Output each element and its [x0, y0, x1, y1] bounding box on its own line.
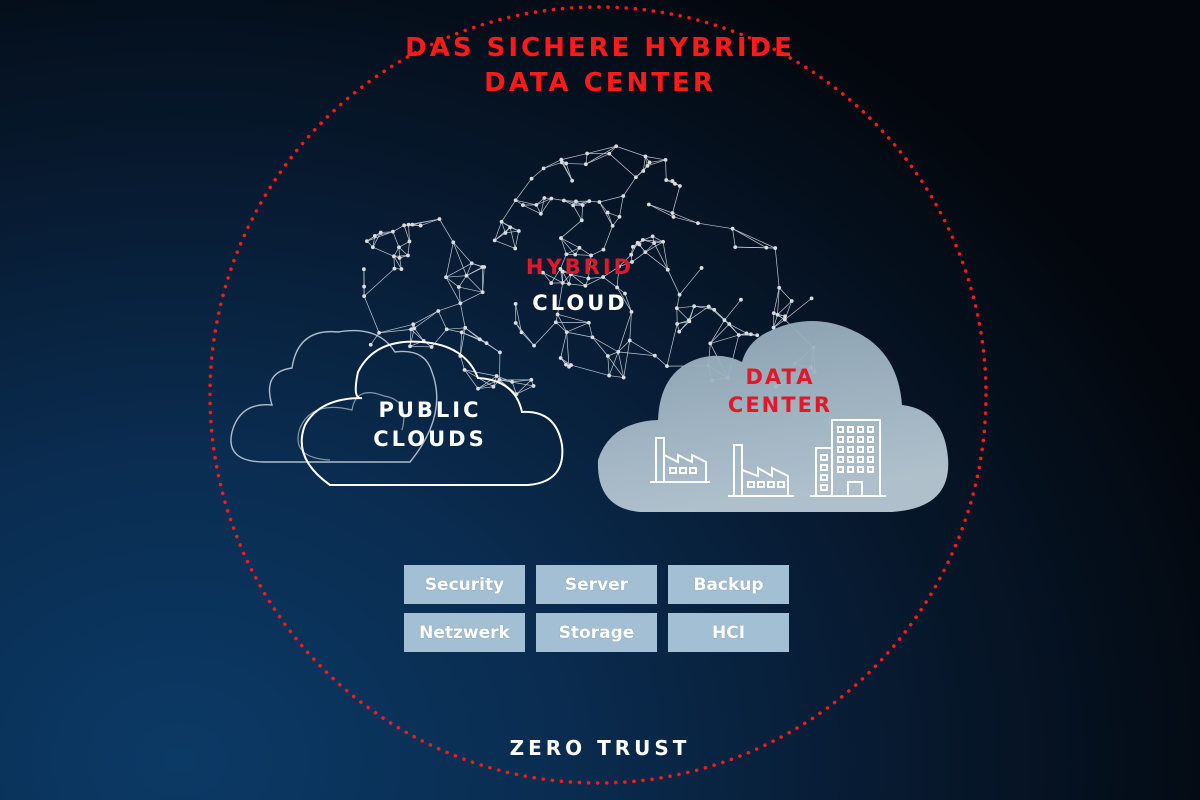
public-clouds-label-line-1: PUBLIC: [378, 398, 482, 422]
tile-backup: Backup: [668, 565, 789, 604]
factory-icon: [650, 437, 710, 483]
component-tiles: Security Server Backup Netzwerk Storage …: [404, 565, 789, 653]
network-mesh-cloud-icon: [361, 144, 817, 397]
office-building-icon: [810, 419, 886, 497]
public-clouds-label-line-2: CLOUDS: [373, 427, 487, 451]
hybrid-cloud-label-line-1: HYBRID: [525, 255, 635, 279]
data-center-cloud: [597, 321, 949, 512]
tile-netzwerk: Netzwerk: [404, 613, 525, 652]
tile-hci: HCI: [668, 613, 789, 652]
outline-cloud-icon: [297, 392, 405, 461]
zero-trust-label: ZERO TRUST: [509, 736, 691, 760]
hybrid-cloud-label-line-2: CLOUD: [532, 291, 628, 315]
data-center-label-line-2: CENTER: [727, 393, 833, 417]
factory-icon: [728, 444, 794, 497]
diagram-title-line-1: DAS SICHERE HYBRIDE: [405, 33, 795, 63]
tile-storage: Storage: [536, 613, 657, 652]
tile-security: Security: [404, 565, 525, 604]
outline-cloud-icon: [300, 340, 564, 486]
zero-trust-ring: [208, 5, 988, 785]
outline-cloud-icon: [230, 329, 438, 463]
data-center-label-line-1: DATA: [745, 365, 815, 389]
diagram-title-line-2: DATA CENTER: [484, 68, 716, 98]
tile-server: Server: [536, 565, 657, 604]
